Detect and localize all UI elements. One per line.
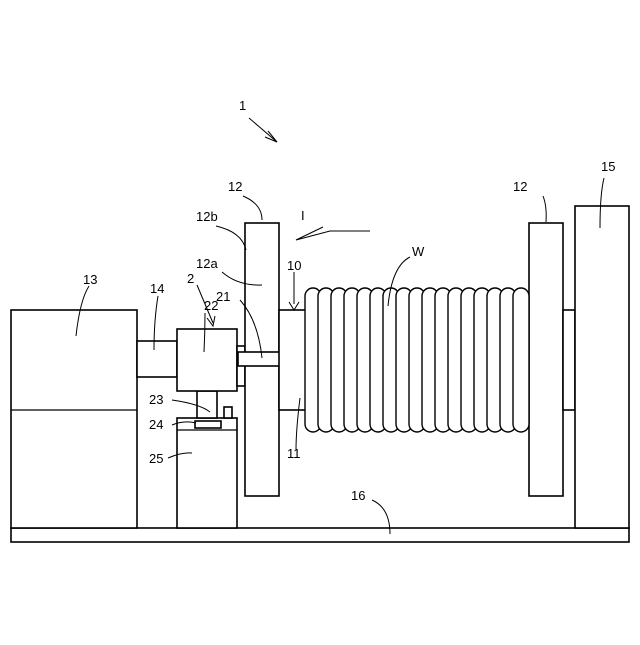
apparatus-arrow bbox=[249, 118, 277, 142]
label-slider: 24 bbox=[149, 417, 163, 432]
section-arrow bbox=[296, 227, 370, 240]
label-rod: 23 bbox=[149, 392, 163, 407]
label-unit: 2 bbox=[187, 271, 194, 286]
motor-box bbox=[11, 310, 137, 528]
stand bbox=[177, 418, 237, 528]
flange-right bbox=[529, 223, 563, 496]
label-section-mark: I bbox=[301, 208, 305, 223]
label-workpiece: W bbox=[412, 244, 425, 259]
slider bbox=[195, 421, 221, 428]
label-sleeve: 10 bbox=[287, 258, 301, 273]
actuator bbox=[177, 329, 237, 391]
label-base-plate: 16 bbox=[351, 488, 365, 503]
label-flange-outer: 12b bbox=[196, 209, 218, 224]
flange-right-leader bbox=[543, 196, 546, 222]
label-motor-box: 13 bbox=[83, 272, 97, 287]
label-flange-left: 12 bbox=[228, 179, 242, 194]
label-apparatus: 1 bbox=[239, 98, 246, 113]
label-hub: 11 bbox=[287, 446, 301, 461]
coil-turn bbox=[513, 288, 529, 432]
flange-left-leader bbox=[243, 196, 262, 220]
label-flange-right: 12 bbox=[513, 179, 527, 194]
label-stand: 25 bbox=[149, 451, 163, 466]
label-flange-inner: 12a bbox=[196, 256, 218, 271]
label-clamp-arm: 21 bbox=[216, 289, 230, 304]
label-support-post: 15 bbox=[601, 159, 615, 174]
flange-outer-leader bbox=[216, 226, 246, 250]
label-coupling-shaft: 14 bbox=[150, 281, 164, 296]
rod bbox=[197, 391, 217, 418]
base-plate bbox=[11, 528, 629, 542]
slider-stop bbox=[224, 407, 232, 418]
right-connector bbox=[563, 310, 575, 410]
coil-workpiece bbox=[305, 288, 529, 432]
coupling-shaft bbox=[137, 341, 177, 377]
support-post bbox=[575, 206, 629, 528]
